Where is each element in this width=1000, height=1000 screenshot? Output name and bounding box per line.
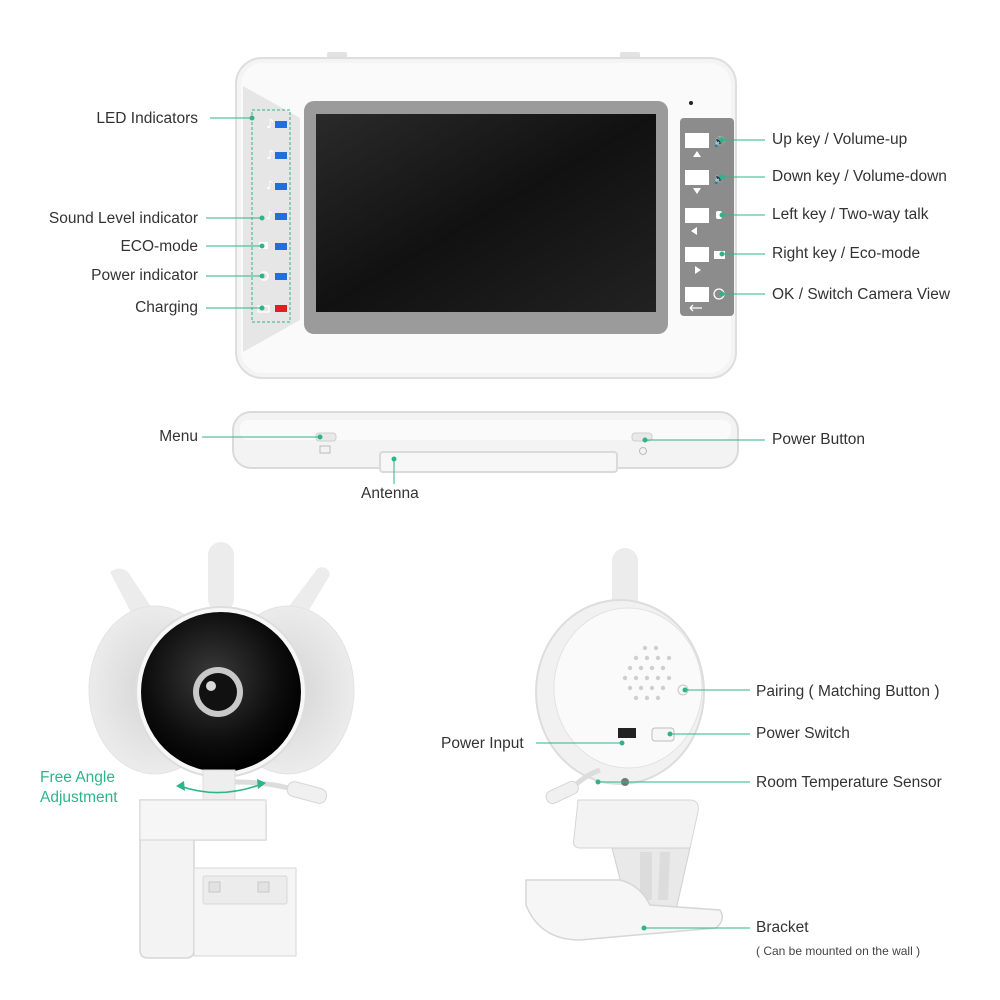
speaker-holes xyxy=(622,645,672,701)
right-arrow-icon xyxy=(695,266,701,274)
label-bracket: Bracket xyxy=(756,919,809,936)
label-ok-key: OK / Switch Camera View xyxy=(772,286,951,303)
label-right-key: Right key / Eco-mode xyxy=(772,245,921,262)
monitor-keys: 🔊 🔈 xyxy=(685,133,725,312)
leader-lines-top xyxy=(202,434,765,484)
label-free-angle: Free Angle Adjustment xyxy=(40,769,118,806)
led-blue xyxy=(275,243,287,250)
led-blue xyxy=(275,152,287,159)
label-menu: Menu xyxy=(159,428,198,445)
label-charging: Charging xyxy=(135,299,198,316)
power-input-port xyxy=(618,728,636,738)
label-eco-mode: ECO-mode xyxy=(120,238,198,255)
lens-glint xyxy=(206,681,216,691)
led-indicators: ♪ ♪ ♪ ♪ xyxy=(251,109,291,323)
down-arrow-icon xyxy=(693,188,701,194)
note-icon: ♪ xyxy=(266,148,274,163)
label-left-key: Left key / Two-way talk xyxy=(772,206,929,223)
antenna-part xyxy=(379,451,618,473)
monitor-front xyxy=(235,52,737,379)
label-antenna: Antenna xyxy=(361,485,419,502)
note-icon: ♪ xyxy=(266,117,274,132)
label-power-switch: Power Switch xyxy=(756,725,850,742)
camera-front xyxy=(88,542,355,959)
up-key xyxy=(685,133,709,148)
label-power-input: Power Input xyxy=(441,735,524,752)
up-arrow-icon xyxy=(693,151,701,157)
label-led-indicators: LED Indicators xyxy=(96,110,198,127)
menu-icon xyxy=(319,445,331,454)
led-blue xyxy=(275,121,287,128)
down-key xyxy=(685,170,709,185)
enter-icon xyxy=(689,304,702,312)
ok-key xyxy=(685,287,709,302)
leader-lines-front xyxy=(206,115,765,311)
rotate-arrow-icon xyxy=(176,781,185,791)
right-key xyxy=(685,247,709,262)
label-room-temp-sensor: Room Temperature Sensor xyxy=(756,774,942,791)
note-icon: ♪ xyxy=(266,178,274,192)
leader-lines-back xyxy=(536,687,750,931)
led-red xyxy=(275,305,287,312)
microphone-dot xyxy=(689,101,693,105)
monitor-top-view xyxy=(232,411,739,473)
led-blue xyxy=(275,273,287,280)
volume-low-icon: 🔈 xyxy=(713,174,725,185)
label-down-key: Down key / Volume-down xyxy=(772,168,947,185)
label-sound-level-indicator: Sound Level indicator xyxy=(48,210,198,227)
label-up-key: Up key / Volume-up xyxy=(772,131,908,148)
label-bracket-note: ( Can be mounted on the wall ) xyxy=(756,944,921,958)
label-power-button: Power Button xyxy=(772,431,866,448)
label-power-indicator: Power indicator xyxy=(91,267,198,284)
led-blue xyxy=(275,213,287,220)
left-key xyxy=(685,208,709,223)
label-pairing: Pairing ( Matching Button ) xyxy=(756,683,940,700)
rotate-arrow-icon xyxy=(257,779,266,789)
power-icon xyxy=(639,447,647,455)
screen xyxy=(316,114,656,312)
led-blue xyxy=(275,183,287,190)
camera-back xyxy=(525,548,723,941)
eco-key-icon xyxy=(714,251,725,259)
note-icon: ♪ xyxy=(266,209,273,222)
left-arrow-icon xyxy=(691,227,697,235)
